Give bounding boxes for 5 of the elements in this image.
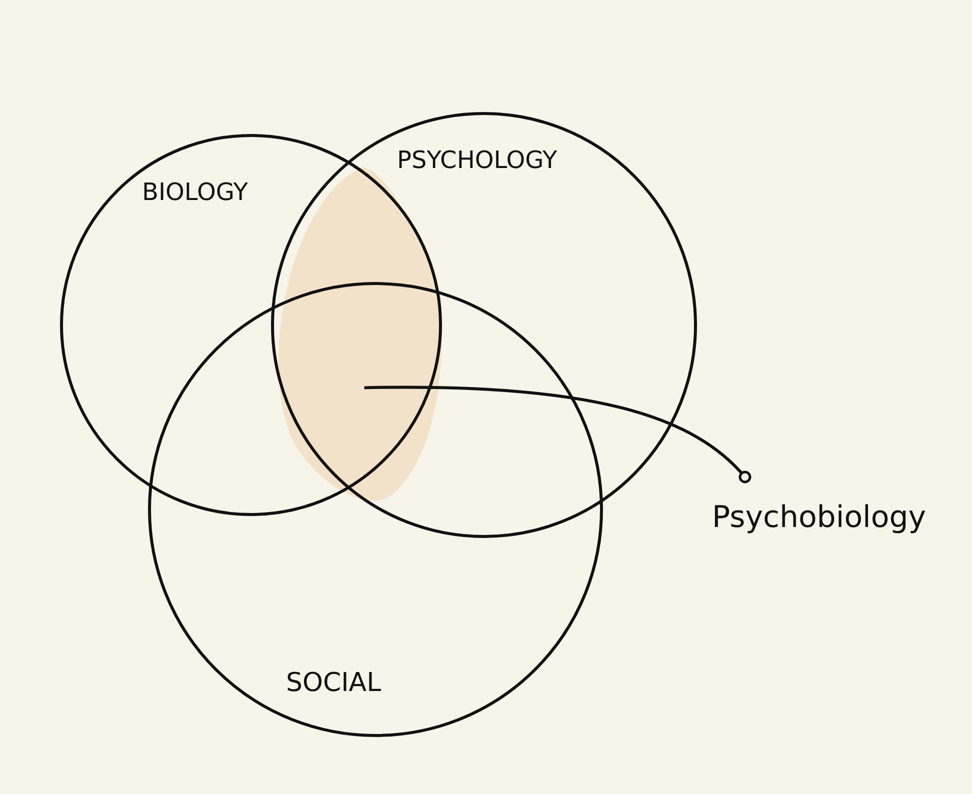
circle-label: SOCIAL (286, 668, 382, 698)
callout-label: Psychobiology (712, 500, 926, 535)
circle-label: PSYCHOLOGY (397, 146, 558, 174)
circle-label: BIOLOGY (142, 178, 248, 206)
leader-line (364, 386, 752, 484)
